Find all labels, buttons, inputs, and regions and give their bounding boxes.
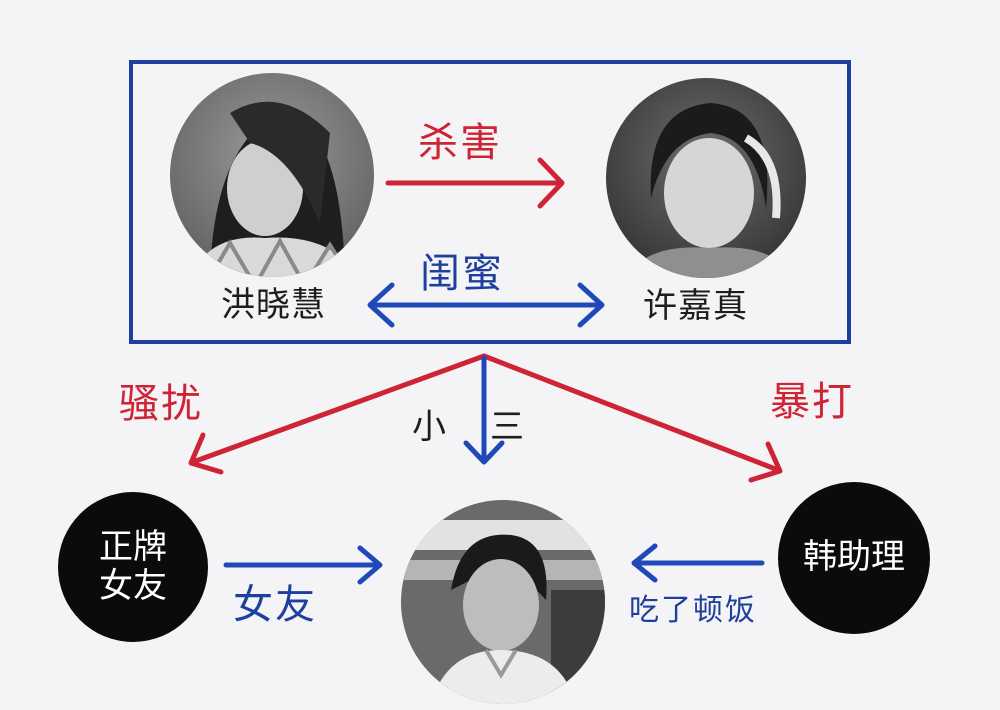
photo-hong-xiaohui [170,73,374,277]
girlfriend-arrow [223,545,383,585]
kill-arrow [385,157,565,209]
harass-label: 骚扰 [119,381,203,427]
ate-meal-label: 吃了顿饭 [629,593,757,628]
photo-man [401,500,605,704]
ate-meal-arrow [631,543,765,583]
beat-label: 暴打 [770,379,854,425]
woman-photo-icon [606,78,806,278]
xu-jiazhen-name: 许嘉真 [643,286,748,326]
photo-xu-jiazhen [606,78,806,278]
top-frame [129,60,851,344]
woman-photo-icon [170,73,374,277]
node-girlfriend: 正牌 女友 [58,492,208,642]
girlfriend-relation-label: 女友 [233,582,317,628]
assistant-han-label: 韩助理 [803,537,905,578]
best-friends-arrow [367,282,605,328]
girlfriend-label: 正牌 女友 [99,526,167,606]
mistress-arrow [463,355,505,465]
beat-arrow [481,353,783,483]
harass-arrow [188,353,487,475]
hong-xiaohui-name: 洪晓慧 [221,285,326,325]
man-photo-icon [401,500,605,704]
kill-label: 杀害 [418,120,502,166]
node-assistant-han: 韩助理 [778,482,930,634]
best-friends-label: 闺蜜 [420,251,504,297]
mistress-label: 小三 [412,407,568,447]
